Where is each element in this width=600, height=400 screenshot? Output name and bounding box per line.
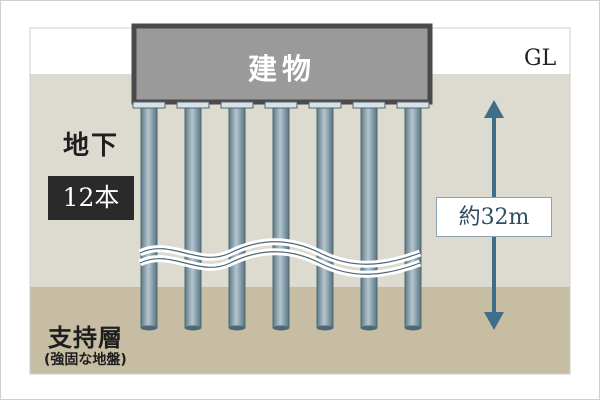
- pile: [404, 107, 422, 329]
- pile: [272, 107, 290, 329]
- pile-cap: [264, 101, 298, 109]
- depth-arrow-head-top: [484, 100, 504, 118]
- pile-tip: [229, 325, 245, 331]
- pile-cap: [308, 101, 342, 109]
- pile: [360, 107, 378, 329]
- ground-level-label: GL: [524, 46, 557, 71]
- bearing-layer-sublabel: (強固な地盤): [44, 352, 127, 368]
- pile-cap: [220, 101, 254, 109]
- bearing-layer: [30, 287, 570, 374]
- pile-cap: [396, 101, 430, 109]
- depth-arrow-head-bottom: [484, 312, 504, 330]
- pile-tip: [273, 325, 289, 331]
- underground-label: 地下: [63, 131, 120, 161]
- pile-tip: [405, 325, 421, 331]
- pile-cap: [176, 101, 210, 109]
- pile: [228, 107, 246, 329]
- pile-cap: [352, 101, 386, 109]
- pile-tip: [185, 325, 201, 331]
- break-line-upper-edge: [139, 241, 421, 265]
- building: [131, 23, 433, 105]
- building-label: 建物: [247, 52, 316, 86]
- break-line-lower-edge: [139, 251, 421, 275]
- pile: [184, 107, 202, 329]
- pile: [140, 107, 158, 329]
- depth-label: 約32m: [436, 197, 552, 237]
- pile-tip: [361, 325, 377, 331]
- pile: [316, 107, 334, 329]
- piles: [132, 101, 430, 331]
- pile-tip: [317, 325, 333, 331]
- pile-tip: [141, 325, 157, 331]
- pile-count-badge: 12本: [48, 176, 134, 220]
- pile-cap: [132, 101, 166, 109]
- bearing-layer-label: 支持層: [48, 324, 123, 352]
